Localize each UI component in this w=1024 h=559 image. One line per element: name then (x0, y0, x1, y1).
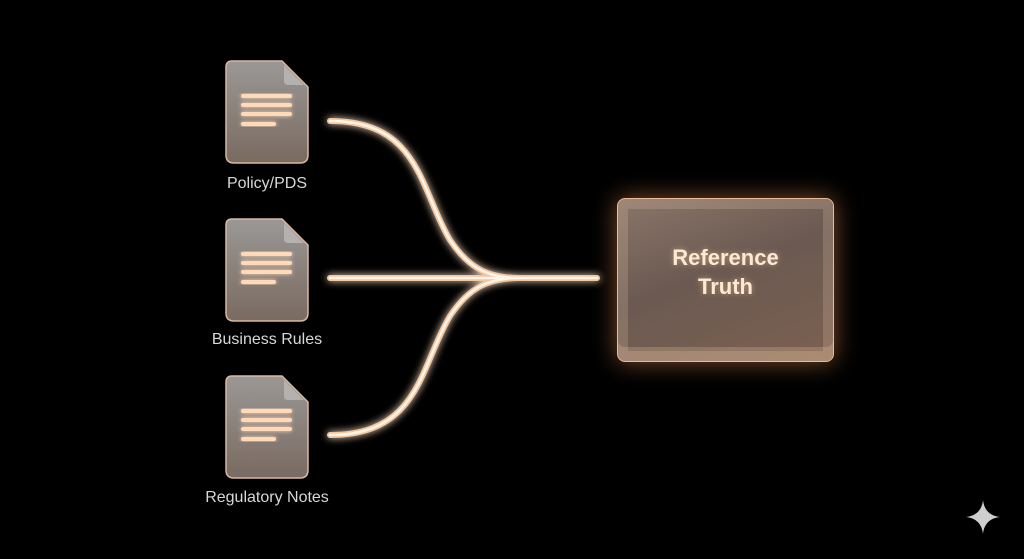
flow-line-regulatory (327, 275, 523, 438)
sparkle-icon (966, 500, 1000, 539)
reference-truth-line1: Reference (672, 245, 779, 270)
document-icon (225, 60, 309, 164)
reference-truth-box: Reference Truth (617, 198, 834, 362)
document-icon (225, 218, 309, 322)
document-icon (225, 375, 309, 479)
reference-truth-label: Reference Truth (618, 243, 833, 301)
source-label: Regulatory Notes (205, 489, 329, 506)
reference-truth-line2: Truth (698, 274, 753, 299)
source-label: Policy/PDS (226, 175, 308, 192)
source-label: Business Rules (211, 331, 323, 348)
flow-line-policy (327, 118, 523, 281)
